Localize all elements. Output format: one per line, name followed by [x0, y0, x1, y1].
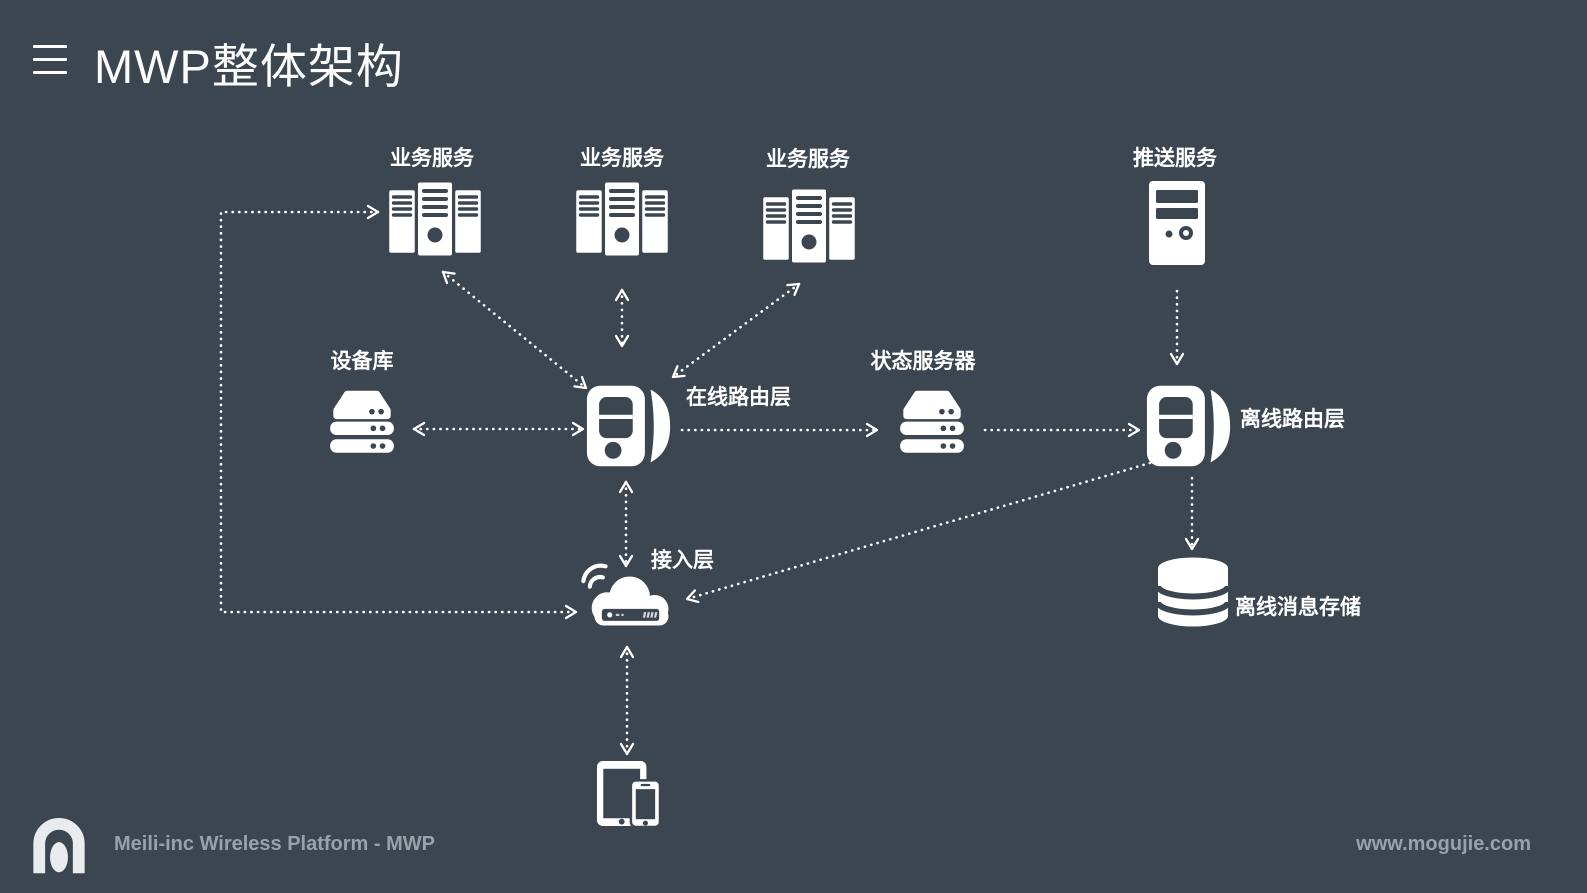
label-business-service-3: 业务服务: [766, 148, 850, 171]
connector-offline-access: [685, 461, 1152, 604]
database-cylinder-icon: [1156, 556, 1230, 628]
label-offline-storage: 离线消息存储: [1235, 596, 1361, 619]
server-cluster-icon: [761, 187, 857, 265]
connector-online-business3: [671, 282, 801, 379]
server-cluster-icon: [574, 180, 670, 258]
label-online-router: 在线路由层: [686, 386, 791, 409]
label-status-server: 状态服务器: [870, 350, 976, 373]
connector-access-business1: [219, 204, 578, 620]
router-3d-icon: [586, 381, 672, 471]
label-business-service-1: 业务服务: [390, 147, 474, 170]
server-tower-icon: [1149, 181, 1205, 265]
page-title: MWP整体架构: [94, 40, 404, 93]
label-device-db: 设备库: [330, 350, 394, 373]
cloud-router-icon: [574, 558, 676, 632]
menu-icon[interactable]: [33, 45, 67, 74]
mogujie-logo-icon: [27, 811, 91, 879]
label-access-layer: 接入层: [651, 549, 714, 572]
connector-online-business1: [441, 270, 588, 390]
label-offline-router: 离线路由层: [1240, 408, 1345, 431]
mobile-devices-icon: [596, 760, 660, 828]
server-rack-icon: [328, 389, 396, 457]
server-rack-icon: [898, 389, 966, 457]
footer-url-text: www.mogujie.com: [1356, 833, 1531, 855]
label-business-service-2: 业务服务: [580, 147, 664, 170]
footer-brand-text: Meili-inc Wireless Platform - MWP: [114, 833, 435, 855]
server-cluster-icon: [387, 180, 483, 258]
label-push-service: 推送服务: [1133, 147, 1217, 170]
router-3d-icon: [1146, 381, 1232, 471]
